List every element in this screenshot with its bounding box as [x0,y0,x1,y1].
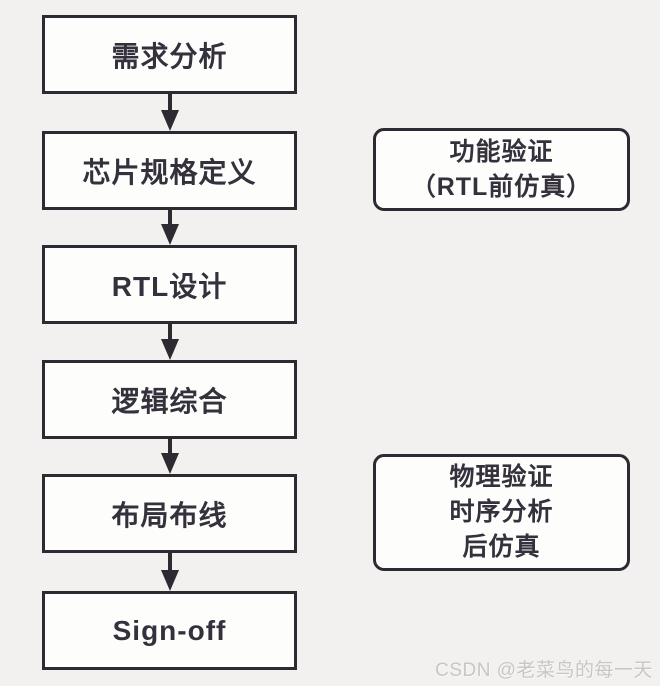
step-label: 需求分析 [111,40,228,72]
step-label: 芯片规格定义 [82,156,257,188]
down-arrow-4 [157,439,182,474]
arrow-head-icon [160,453,179,474]
note-line: 物理验证 [449,463,554,491]
note-line: 后仿真 [462,533,541,561]
arrow-head-icon [160,570,179,591]
step-place-and-route: 布局布线 [42,474,297,553]
step-chip-spec-definition: 芯片规格定义 [42,131,297,210]
step-logic-synthesis: 逻辑综合 [42,360,297,439]
down-arrow-5 [157,553,182,591]
note-physical-verification: 物理验证 时序分析 后仿真 [373,454,630,571]
note-line: （RTL前仿真） [410,172,593,201]
arrow-stem [167,94,172,110]
arrow-stem [167,439,172,453]
watermark: CSDN @老菜鸟的每一天 [435,660,653,681]
arrow-stem [167,324,172,339]
step-rtl-design: RTL设计 [42,245,297,324]
step-sign-off: Sign-off [42,591,297,670]
arrow-head-icon [160,224,179,245]
step-label: 布局布线 [111,499,228,531]
note-functional-verification: 功能验证 （RTL前仿真） [373,128,630,211]
down-arrow-1 [157,94,182,131]
arrow-stem [167,210,172,224]
note-line: 时序分析 [449,498,554,526]
step-label: RTL设计 [111,270,228,302]
down-arrow-3 [157,324,182,360]
note-line: 功能验证 [449,137,554,166]
step-label: 逻辑综合 [111,385,228,417]
step-requirements-analysis: 需求分析 [42,15,297,94]
arrow-head-icon [160,110,179,131]
step-label: Sign-off [112,614,227,646]
down-arrow-2 [157,210,182,245]
arrow-head-icon [160,339,179,360]
arrow-stem [167,553,172,570]
